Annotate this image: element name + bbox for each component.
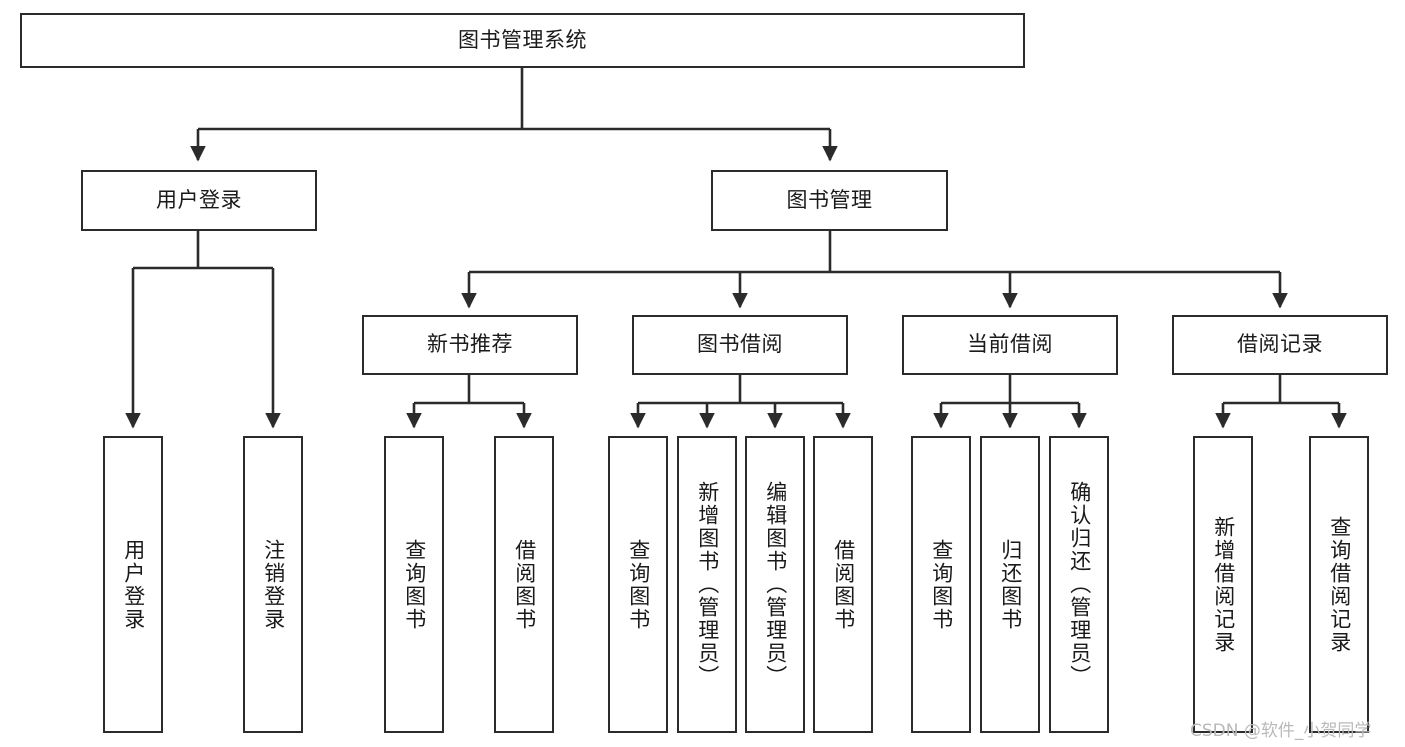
node-label: 查询图书 (402, 538, 427, 631)
node-label: 查询借阅记录 (1327, 515, 1352, 654)
node-label: 图书管理 (786, 187, 873, 212)
leaf-current-borrow-query-book[interactable]: 查询图书 (911, 436, 971, 733)
node-new-book-recommend[interactable]: 新书推荐 (362, 315, 578, 375)
leaf-borrow-record-query-record[interactable]: 查询借阅记录 (1309, 436, 1369, 733)
node-label: 用户登录 (156, 187, 242, 212)
node-label: 确认归还（管理员） (1067, 481, 1092, 688)
leaf-book-borrow-borrow-book[interactable]: 借阅图书 (813, 436, 873, 733)
node-label: 编辑图书（管理员） (763, 481, 788, 688)
node-label: 当前借阅 (967, 332, 1053, 357)
node-user-login[interactable]: 用户登录 (81, 170, 317, 231)
leaf-book-borrow-edit-book-admin[interactable]: 编辑图书（管理员） (745, 436, 805, 733)
node-label: 借阅图书 (831, 538, 856, 631)
node-label: 新增借阅记录 (1211, 515, 1236, 654)
node-label: 新书推荐 (427, 332, 513, 357)
leaf-borrow-record-add-record[interactable]: 新增借阅记录 (1193, 436, 1253, 733)
node-book-borrow[interactable]: 图书借阅 (632, 315, 848, 375)
node-current-borrow[interactable]: 当前借阅 (902, 315, 1118, 375)
node-label: 图书管理系统 (458, 27, 587, 52)
node-label: 归还图书 (998, 538, 1023, 631)
node-label: 图书借阅 (697, 332, 783, 357)
node-label: 查询图书 (929, 538, 954, 631)
leaf-new-book-borrow-book[interactable]: 借阅图书 (494, 436, 554, 733)
leaf-current-borrow-confirm-return-admin[interactable]: 确认归还（管理员） (1049, 436, 1109, 733)
leaf-current-borrow-return-book[interactable]: 归还图书 (980, 436, 1040, 733)
node-label: 借阅记录 (1237, 332, 1323, 357)
node-borrow-record[interactable]: 借阅记录 (1172, 315, 1388, 375)
node-book-management[interactable]: 图书管理 (711, 170, 948, 231)
leaf-book-borrow-query-book[interactable]: 查询图书 (608, 436, 668, 733)
leaf-new-book-query-book[interactable]: 查询图书 (384, 436, 444, 733)
node-label: 注销登录 (261, 538, 286, 631)
node-root-book-management-system[interactable]: 图书管理系统 (20, 13, 1025, 68)
node-label: 用户登录 (121, 538, 146, 631)
node-label: 借阅图书 (512, 538, 537, 631)
leaf-book-borrow-add-book-admin[interactable]: 新增图书（管理员） (677, 436, 737, 733)
leaf-user-login-login[interactable]: 用户登录 (103, 436, 163, 733)
node-label: 查询图书 (626, 538, 651, 631)
leaf-user-login-logout[interactable]: 注销登录 (243, 436, 303, 733)
node-label: 新增图书（管理员） (695, 481, 720, 688)
